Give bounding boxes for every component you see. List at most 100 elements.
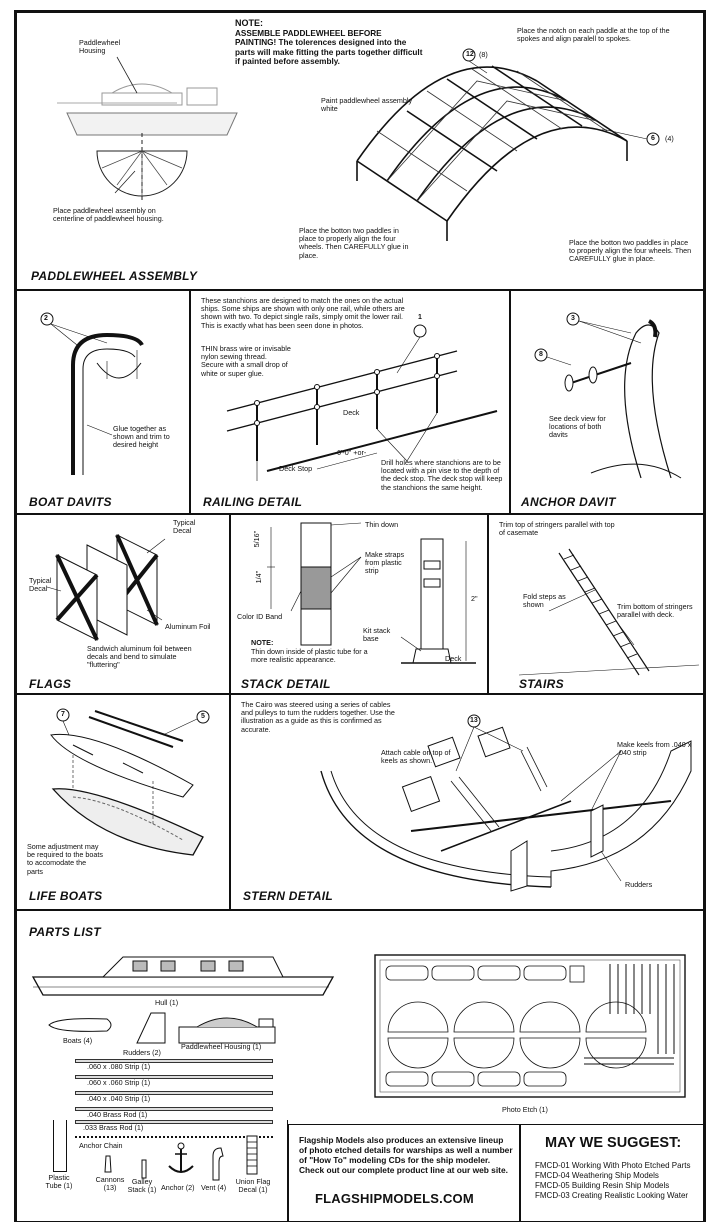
life-boats-panel: 7 5 Some adjustment may be required to t…	[16, 694, 230, 910]
anchor-part-drawing	[168, 1142, 194, 1173]
anchor-callout-8: 8	[539, 351, 543, 358]
part-vent: Vent (4)	[201, 1183, 227, 1192]
life-boat-callout-5: 5	[201, 713, 205, 720]
stack-note-heading: NOTE:	[251, 638, 274, 647]
part-galley-stack: Galley Stack (1)	[127, 1177, 157, 1195]
stairs-drawing	[518, 548, 700, 676]
anchor-chain-drawing	[75, 1136, 273, 1141]
stairs-title: STAIRS	[519, 677, 564, 691]
stack-height: 2"	[471, 594, 478, 603]
life-boats-drawing	[50, 708, 210, 856]
suggest-panel: MAY WE SUGGEST: FMCD-01 Working With Pho…	[520, 1124, 704, 1222]
strip-bar-5	[75, 1120, 273, 1124]
railing-drill-note: Drill holes where stanchions are to be l…	[381, 458, 503, 492]
callout-6-qty: (4)	[665, 134, 674, 143]
strip-bar-2	[75, 1075, 273, 1079]
flags-typical-decal-top: Typical Decal	[173, 518, 196, 536]
part-cannons: Cannons (13)	[95, 1175, 125, 1193]
railing-panel: These stanchions are designed to match t…	[190, 290, 510, 514]
flags-drawing	[46, 534, 166, 641]
railing-callout: 1	[418, 314, 422, 321]
stern-panel: The Cairo was steered using a series of …	[230, 694, 704, 910]
part-hull: Hull (1)	[155, 998, 179, 1007]
flags-foil-label: Aluminum Foil	[165, 622, 211, 631]
parts-lower-panel: .033 Brass Rod (1) Anchor Chain Plastic …	[16, 1120, 288, 1222]
union-flag-drawing	[246, 1135, 258, 1175]
stern-keels-note: Make keels from .040 x .040 strip	[617, 740, 692, 758]
paddlewheel-title: PADDLEWHEEL ASSEMBLY	[31, 269, 198, 283]
stack-color-band: Color ID Band	[237, 612, 283, 621]
part-anchor: Anchor (2)	[161, 1183, 195, 1192]
stack-title: STACK DETAIL	[241, 677, 331, 691]
vent-part-drawing	[212, 1147, 224, 1181]
plastic-tube-drawing	[53, 1120, 67, 1172]
anchor-davit-title: ANCHOR DAVIT	[521, 495, 616, 509]
life-boat-callout-7: 7	[61, 711, 65, 718]
railing-deck-label: Deck	[343, 408, 360, 417]
cannon-part-drawing	[104, 1155, 112, 1173]
strip-bar-4	[75, 1107, 273, 1111]
part-strip-3: .040 x .040 Strip (1)	[87, 1094, 151, 1103]
stack-drawing	[267, 522, 476, 664]
notch-note: Place the notch on each paddle at the to…	[517, 26, 670, 44]
housing-label: Paddlewheel Housing	[79, 38, 121, 56]
stack-dim-bottom: 1/4"	[254, 570, 264, 584]
hull-drawing	[31, 956, 335, 996]
suggest-list: FMCD-01 Working With Photo Etched Parts …	[535, 1161, 690, 1201]
stairs-trim-top: Trim top of stringers parallel with top …	[499, 520, 615, 538]
anchor-davit-panel: 3 8 See deck view for locations of both …	[510, 290, 704, 514]
callout-12-qty: (8)	[479, 50, 488, 59]
boat-davit-callout: 2	[44, 315, 48, 322]
railing-deck-stop: Deck Stop	[279, 464, 313, 473]
life-boats-note: Some adjustment may be required to the b…	[27, 842, 103, 876]
promo-url[interactable]: FLAGSHIPMODELS.COM	[315, 1191, 474, 1206]
anchor-davit-drawing	[534, 312, 682, 479]
stack-panel: Thin down Make straps from plastic strip…	[230, 514, 488, 694]
galley-stack-drawing	[141, 1159, 147, 1179]
flags-title: FLAGS	[29, 677, 72, 691]
boat-davits-panel: Glue together as shown and trim to desir…	[16, 290, 190, 514]
suggest-item[interactable]: FMCD-03 Creating Realistic Looking Water	[535, 1191, 689, 1200]
part-strip-2: .060 x .060 Strip (1)	[87, 1078, 151, 1087]
stack-thin-down: Thin down	[365, 520, 399, 529]
flags-panel: Typical Decal Typical Decal Aluminum Foi…	[16, 514, 230, 694]
stack-straps: Make straps from plastic strip	[365, 550, 405, 576]
railing-title: RAILING DETAIL	[203, 495, 303, 509]
part-strip-4: .040 Brass Rod (1)	[87, 1110, 148, 1119]
suggest-item[interactable]: FMCD-05 Building Resin Ship Models	[535, 1181, 670, 1190]
stern-rudders: Rudders	[625, 880, 653, 889]
railing-wire-note: THIN brass wire or invisable nylon sewin…	[201, 344, 291, 378]
bottom-paddles-note-left: Place the botton two paddles in place to…	[299, 226, 409, 260]
stern-callout: 13	[470, 717, 478, 724]
note-heading: NOTE:	[235, 18, 263, 28]
stern-attach-note: Attach cable on top of keels as shown.	[381, 748, 451, 766]
railing-drawing	[226, 324, 498, 481]
stern-title: STERN DETAIL	[243, 889, 334, 903]
stack-kit-base: Kit stack base	[363, 626, 391, 644]
callout-6: 6	[651, 135, 655, 142]
promo-text: Flagship Models also produces an extensi…	[299, 1135, 513, 1175]
suggest-item[interactable]: FMCD-01 Working With Photo Etched Parts	[535, 1161, 691, 1170]
bottom-paddles-note-right: Place the botton two paddles in place to…	[569, 238, 692, 264]
part-housing: Paddlewheel Housing (1)	[181, 1042, 262, 1051]
callout-12: 12	[466, 51, 474, 58]
anchor-callout-3: 3	[571, 315, 575, 322]
part-plastic-tube: Plastic Tube (1)	[45, 1173, 73, 1191]
suggest-heading: MAY WE SUGGEST:	[545, 1135, 682, 1151]
part-strip-5: .033 Brass Rod (1)	[83, 1123, 144, 1132]
paddlewheel-assembly-drawing	[356, 48, 660, 241]
suggest-item[interactable]: FMCD-04 Weathering Ship Models	[535, 1171, 659, 1180]
flags-typical-decal-left: Typical Decal	[29, 576, 52, 594]
stern-intro: The Cairo was steered using a series of …	[241, 700, 395, 734]
railing-spacing: 6'-0" +or-	[337, 448, 367, 457]
strip-bar-3	[75, 1091, 273, 1095]
stack-note-text: Thin down inside of plastic tube for a m…	[251, 647, 368, 665]
photo-etch-drawing	[374, 954, 686, 1098]
promo-panel: Flagship Models also produces an extensi…	[288, 1124, 520, 1222]
centerline-note: Place paddlewheel assembly on centerline…	[53, 206, 164, 224]
part-strip-1: .060 x .080 Strip (1)	[87, 1062, 151, 1071]
paddlewheel-panel: Paddlewheel Housing NOTE: ASSEMBLE PADDL…	[16, 12, 704, 290]
part-boats: Boats (4)	[63, 1036, 93, 1045]
paint-note: Paint paddlewheel assembly white	[321, 96, 413, 114]
flags-note: Sandwich aluminum foil between decals an…	[87, 644, 192, 670]
